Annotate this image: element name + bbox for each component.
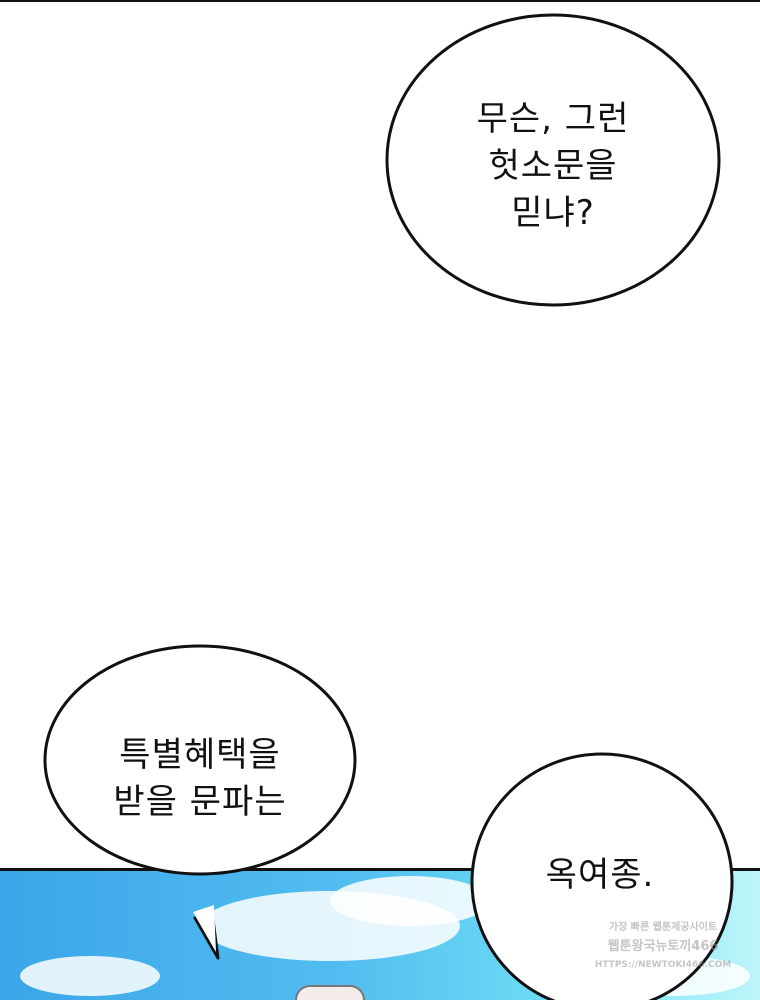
speech-line: 옥여종.	[545, 855, 655, 895]
watermark-line: 웹툰왕국뉴토끼466	[607, 939, 719, 954]
speech-line: 헛소문을	[488, 146, 618, 186]
speech-bubble-1	[385, 13, 721, 307]
watermark-line: HTTPS://NEWTOKI466.COM	[594, 960, 732, 970]
watermark: 가장 빠른 웹툰제공사이트 웹툰왕국뉴토끼466 HTTPS://NEWTOKI…	[588, 918, 738, 975]
panel-border-top	[0, 0, 760, 2]
speech-bubble-2	[43, 644, 357, 960]
speech-text-1: 무슨, 그런 헛소문을 믿냐?	[413, 96, 693, 237]
speech-line: 받을 문파는	[113, 782, 287, 822]
speech-bubble-3	[470, 752, 734, 1000]
cloud	[330, 876, 490, 926]
speech-line: 믿냐?	[511, 193, 595, 233]
watermark-line: 가장 빠른 웹툰제공사이트	[608, 922, 718, 933]
speech-text-3: 옥여종.	[490, 852, 710, 899]
speech-text-2: 특별혜택을 받을 문파는	[60, 732, 340, 826]
speech-line: 특별혜택을	[119, 735, 281, 775]
cloud	[20, 956, 160, 996]
speech-line: 무슨, 그런	[476, 99, 630, 139]
